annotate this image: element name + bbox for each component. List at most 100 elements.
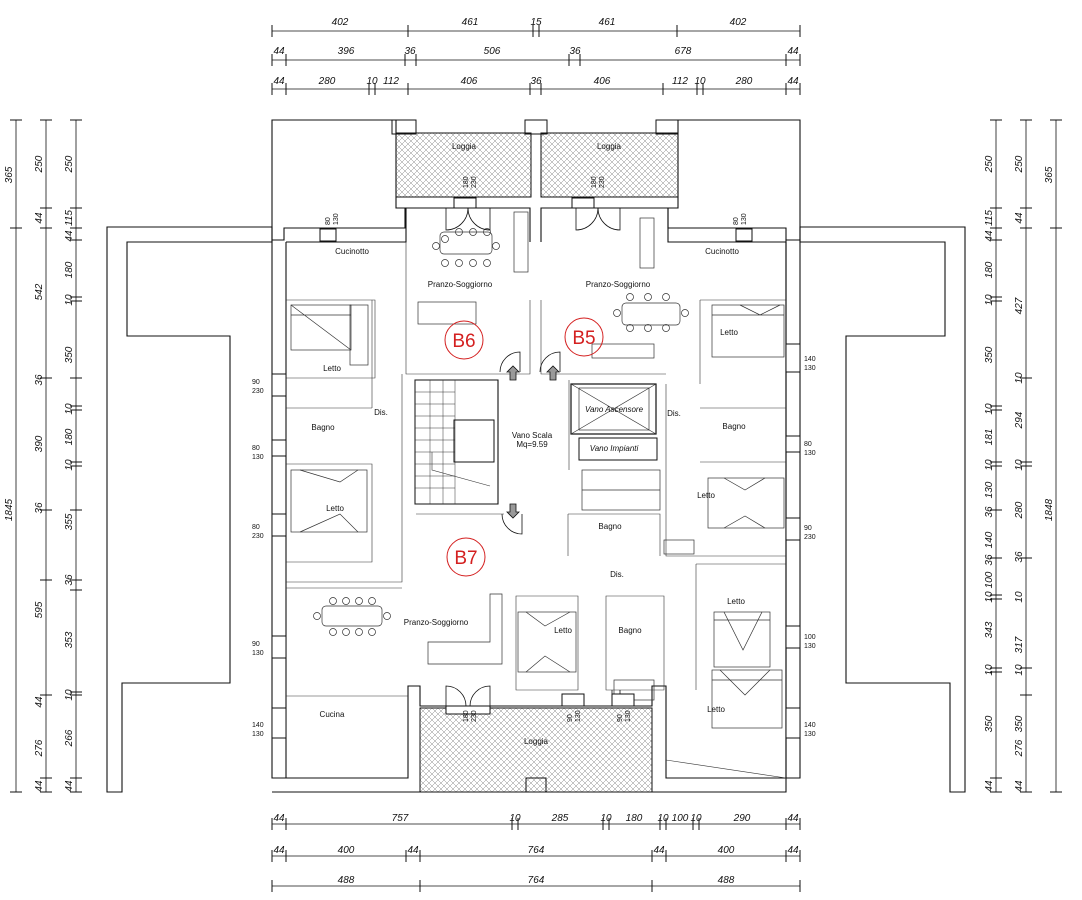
dim-top-r2-4: 36: [569, 46, 581, 57]
furniture: [290, 211, 785, 729]
dim-right-in-15: 343: [984, 621, 995, 638]
dim-left-in-12: 10: [64, 689, 75, 701]
opening-w14-a: 140: [804, 722, 816, 729]
dim-right-in-6: 10: [984, 403, 995, 415]
opening-w7-a: 80: [252, 524, 260, 531]
opening-w17-a: 90: [617, 714, 624, 722]
dim-right-mid-12: 276: [1014, 739, 1025, 757]
dim-left-in-3: 180: [64, 261, 75, 278]
dim-bot-r1-2: 10: [509, 813, 521, 824]
opening-w3-b: 130: [333, 213, 340, 225]
opening-w5-b: 230: [252, 388, 264, 395]
dim-left-mid-6: 595: [34, 601, 45, 618]
label-pranzo-b6: Pranzo-Soggiorno: [428, 280, 493, 289]
dim-bot-r2-2: 44: [407, 845, 419, 856]
dim-top-r1-1: 461: [462, 17, 479, 28]
opening-w12-a: 90: [804, 525, 812, 532]
opening-w12-b: 230: [804, 534, 816, 541]
dim-left-in-7: 180: [64, 428, 75, 445]
dim-top-r2-0: 44: [273, 46, 285, 57]
label-cucinotto-left: Cucinotto: [335, 247, 369, 256]
unit-label-b5: B5: [572, 328, 595, 349]
dimensions-right: 250 115 44 180 10 350 10 181 10 130 36 1…: [984, 119, 1062, 793]
label-bagno-b7-a: Bagno: [598, 522, 622, 531]
dim-top-r2-2: 36: [404, 46, 416, 57]
label-bagno-b5: Bagno: [722, 422, 746, 431]
opening-w8-a: 90: [252, 641, 260, 648]
dim-top-r3-10: 44: [787, 76, 799, 87]
dim-top-r3-1: 280: [318, 76, 336, 87]
label-vano-impianti: Vano Impianti: [590, 444, 639, 453]
dim-bot-r2-6: 44: [787, 845, 799, 856]
label-letto-b6-bottom: Letto: [326, 504, 344, 513]
dim-right-in-18: 44: [984, 780, 995, 792]
dim-left-mid-9: 44: [34, 780, 45, 792]
arrow-down-icon: [506, 503, 520, 519]
opening-w4-b: 130: [741, 213, 748, 225]
opening-w8-b: 130: [252, 650, 264, 657]
opening-w10-a: 140: [804, 356, 816, 363]
dim-right-outer-1: 1848: [1044, 498, 1055, 521]
dim-right-mid-3: 10: [1014, 372, 1025, 384]
dim-bot-r3-1: 764: [528, 875, 545, 886]
unit-label-b6: B6: [452, 331, 475, 352]
dim-top-r2-6: 44: [787, 46, 799, 57]
dim-right-mid-13: 44: [1014, 780, 1025, 792]
label-letto-b7-c: Letto: [707, 705, 725, 714]
dim-right-in-17: 350: [984, 715, 995, 732]
dim-right-mid-0: 250: [1014, 155, 1025, 173]
label-letto-b7-b: Letto: [727, 597, 745, 606]
dim-left-in-4: 10: [64, 294, 75, 306]
unit-circle-b6: [444, 320, 484, 360]
dim-right-mid-5: 10: [1014, 459, 1025, 471]
opening-w1-a: 180: [463, 176, 470, 188]
dim-bot-r1-8: 10: [690, 813, 702, 824]
dim-bot-r2-0: 44: [273, 845, 285, 856]
dim-top-r1-2: 15: [530, 17, 542, 28]
label-dis-b7: Dis.: [610, 570, 624, 579]
opening-w1-b: 230: [471, 176, 478, 188]
dim-left-in-1: 115: [64, 210, 75, 226]
window-symbols: [271, 197, 801, 739]
dim-right-mid-1: 44: [1014, 212, 1025, 224]
dim-bot-r2-1: 400: [338, 845, 355, 856]
dim-top-r2-5: 678: [675, 46, 692, 57]
dim-bot-r3-2: 488: [718, 875, 735, 886]
dim-left-outer-1: 1845: [4, 498, 15, 521]
dim-right-mid-11: 350: [1014, 715, 1025, 732]
arrow-up-icon: [546, 365, 560, 381]
dim-bot-r1-5: 180: [626, 813, 643, 824]
label-letto-b7-a: Letto: [554, 626, 572, 635]
unit-circle-b7: [446, 537, 486, 577]
dim-right-in-12: 36: [984, 554, 995, 566]
opening-w11-a: 80: [804, 441, 812, 448]
dim-left-mid-0: 250: [34, 155, 45, 173]
label-vano-ascensore: Vano Ascensore: [585, 405, 644, 414]
dim-top-r3-4: 406: [461, 76, 478, 87]
dim-top-r2-1: 396: [338, 46, 355, 57]
dim-right-in-14: 10: [984, 591, 995, 603]
label-dis-b6: Dis.: [374, 408, 388, 417]
dim-right-in-0: 250: [984, 155, 995, 173]
dim-right-in-8: 10: [984, 459, 995, 471]
dim-bot-r1-4: 10: [600, 813, 612, 824]
dim-top-r1-4: 402: [730, 17, 747, 28]
dim-right-in-11: 140: [984, 531, 995, 548]
dim-left-mid-5: 36: [34, 502, 45, 514]
dim-bot-r1-1: 757: [392, 813, 409, 824]
label-bagno-b6: Bagno: [311, 423, 335, 432]
room-labels: Loggia Loggia Loggia Cucinotto Cucinotto…: [311, 142, 746, 746]
dim-right-mid-6: 280: [1014, 501, 1025, 519]
dim-left-mid-2: 542: [34, 283, 45, 300]
dim-right-mid-10: 10: [1014, 664, 1025, 676]
unit-label-b7: B7: [454, 548, 477, 569]
dim-right-in-2: 44: [984, 230, 995, 242]
opening-w16-b: 130: [575, 710, 582, 722]
dim-right-in-16: 10: [984, 664, 995, 676]
unit-circle-b5: [564, 317, 604, 357]
dim-left-outer-0: 365: [4, 166, 15, 183]
dim-left-in-10: 36: [64, 574, 75, 586]
dim-right-in-5: 350: [984, 346, 995, 363]
opening-w4-a: 80: [733, 217, 740, 225]
dim-right-mid-2: 427: [1014, 297, 1025, 314]
